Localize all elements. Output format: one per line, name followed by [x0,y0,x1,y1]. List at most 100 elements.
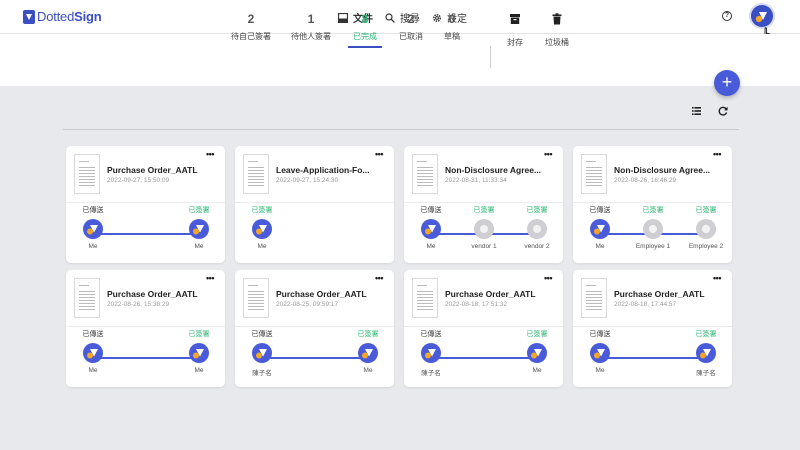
more-options-icon[interactable]: ••• [544,273,552,283]
signer-avatar [252,343,272,363]
signer-avatar [421,343,441,363]
new-document-button[interactable]: + [714,70,740,96]
more-options-icon[interactable]: ••• [713,273,721,283]
card-header: Non-Disclosure Agree...2022-08-26, 16:46… [573,146,732,203]
flow-connector-line [93,233,199,235]
more-options-icon[interactable]: ••• [544,149,552,159]
signer-status: 已傳送 [589,207,611,214]
signer-status: 已簽署 [526,331,548,338]
signer-step: 已傳送 Me [580,206,620,250]
tab-label: 待他人簽署 [291,32,331,41]
signer-status: 已傳送 [420,207,442,214]
tab-trash[interactable]: 垃圾桶 [543,12,571,48]
document-thumbnail [581,154,607,194]
tab-drafts[interactable]: 0 草稿 [441,12,463,42]
tab-label: 草稿 [444,32,460,41]
signer-name: Me [532,367,542,374]
tab-label: 已完成 [353,32,377,41]
signer-avatar [590,219,610,239]
more-options-icon[interactable]: ••• [375,149,383,159]
logo-text: DottedSign [37,9,102,24]
signer-name: Me [595,243,605,250]
signer-status: 已傳送 [82,207,104,214]
document-date: 2022-09-27, 15:50:09 [107,177,170,184]
document-title: Purchase Order_AATL [107,289,198,299]
more-options-icon[interactable]: ••• [206,273,214,283]
list-view-icon[interactable] [692,107,701,115]
signer-name: Me [426,243,436,250]
flow-connector-line [93,357,199,359]
document-card[interactable]: Non-Disclosure Agree...2022-08-26, 16:46… [573,146,732,263]
signer-status: 已傳送 [251,331,273,338]
document-thumbnail [412,154,438,194]
nav-settings[interactable]: 設定 [432,10,467,25]
signer-name: 陳子名 [421,370,441,377]
document-card[interactable]: Leave-Application-Fo...2022-09-27, 15:24… [235,146,394,263]
signer-name: Me [363,367,373,374]
signer-avatar-placeholder [696,219,716,239]
signer-name: Me [257,243,267,250]
document-date: 2022-08-25, 09:59:17 [276,301,339,308]
tab-label: 待自己簽署 [231,32,271,41]
help-icon[interactable]: ? [722,11,732,21]
document-card[interactable]: Non-Disclosure Agree...2022-08-31, 11:33… [404,146,563,263]
signer-name: Me [88,243,98,250]
status-tab-bar [0,34,800,86]
signer-step: 已傳送 Me [411,206,451,250]
signer-name: vendor 2 [524,243,550,250]
signer-name: Me [88,367,98,374]
signer-avatar [527,343,547,363]
tab-cancelled[interactable]: 2 已取消 [398,12,424,42]
nav-documents-label: 文件 [353,14,373,25]
tab-archive[interactable]: 封存 [502,12,528,48]
archive-icon [510,14,520,24]
more-options-icon[interactable]: ••• [206,149,214,159]
signer-status: 已簽署 [188,331,210,338]
tab-awaiting-others[interactable]: 1 待他人簽署 [290,12,332,42]
signer-avatar [189,343,209,363]
signer-step: 已傳送 Me [73,206,113,250]
nav-settings-label: 設定 [447,14,467,25]
tab-completed[interactable]: 8 已完成 [348,12,382,48]
signer-status: 已傳送 [589,331,611,338]
list-divider [63,129,739,130]
more-options-icon[interactable]: ••• [713,149,721,159]
tab-awaiting-me[interactable]: 2 待自己簽署 [230,12,272,42]
signer-step: 已簽署 Me [179,206,219,250]
gear-icon [432,13,442,22]
refresh-icon[interactable] [718,106,728,116]
signer-status: 已簽署 [188,207,210,214]
document-thumbnail [243,154,269,194]
signer-step: 已簽署 Me [517,330,557,374]
nav-search[interactable]: 搜尋 [385,10,420,25]
signer-avatar [421,219,441,239]
signer-name: 陳子名 [696,370,716,377]
document-title: Non-Disclosure Agree... [614,165,711,175]
main-nav: 文件 搜尋 設定 [338,10,467,25]
card-header: Leave-Application-Fo...2022-09-27, 15:24… [235,146,394,203]
signer-name: Me [595,367,605,374]
dottedsign-logo[interactable]: DottedSign [23,9,102,24]
tab-label: 垃圾桶 [545,38,569,47]
signer-name: Me [194,243,204,250]
document-thumbnail [74,154,100,194]
signing-flow: 已傳送 Me 已簽署 Me [66,206,225,263]
user-avatar[interactable] [751,5,773,27]
signer-name: Employee 1 [635,243,671,250]
more-options-icon[interactable]: ••• [375,273,383,283]
nav-documents[interactable]: 文件 [338,10,373,25]
document-thumbnail [243,278,269,318]
